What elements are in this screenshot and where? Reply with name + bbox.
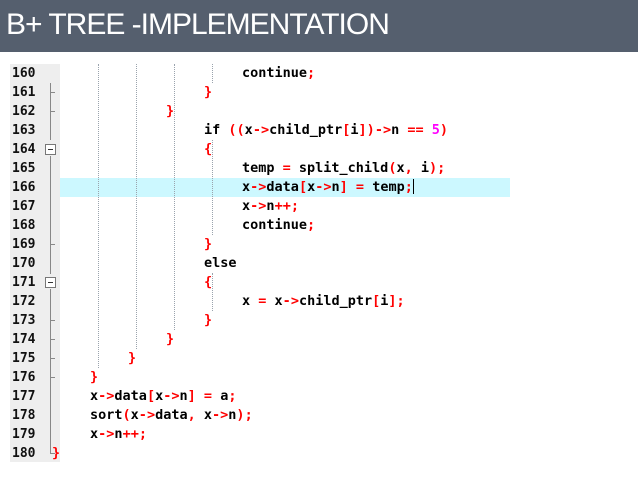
indent-guide [212,140,213,235]
line-number: 174 [12,332,36,347]
line-number: 162 [12,104,36,119]
code-line[interactable]: } [128,350,137,366]
code-line[interactable]: } [52,445,61,461]
code-line[interactable]: else [204,255,237,271]
line-number: 166 [12,180,36,195]
code-line[interactable]: } [204,236,213,252]
indent-guide [212,64,213,83]
indent-guide [174,64,175,330]
code-line[interactable]: } [204,84,213,100]
indent-guide [98,64,99,368]
code-line[interactable]: } [166,103,175,119]
code-line[interactable]: continue; [242,65,316,81]
line-number: 178 [12,408,36,423]
code-line[interactable]: x->n++; [242,198,299,214]
line-number: 169 [12,237,36,252]
code-editor[interactable]: 160 161 162 163 164 165 166 167 168 169 170 171 172 1… [10,64,510,462]
code-line[interactable]: temp = split_child(x, i); [242,160,446,176]
fold-margin [44,64,58,462]
code-line[interactable]: } [166,331,175,347]
indent-guide [136,64,137,349]
line-number: 170 [12,256,36,271]
line-number: 176 [12,370,36,385]
code-line[interactable]: x->data[x->n] = temp; [242,179,414,195]
line-number: 165 [12,161,36,176]
code-line[interactable]: x->data[x->n] = a; [90,388,237,404]
code-line[interactable]: x = x->child_ptr[i]; [242,293,405,309]
code-line[interactable]: } [204,312,213,328]
line-number: 179 [12,427,36,442]
code-line[interactable]: { [204,274,213,290]
fold-collapse-icon[interactable] [45,277,56,288]
code-line[interactable]: } [90,369,99,385]
line-number: 163 [12,123,36,138]
code-line[interactable]: { [204,141,213,157]
slide-title-bar: B+ TREE -IMPLEMENTATION [0,0,638,52]
code-area[interactable]: continue;}} if ((x->child_ptr[i])->n == 5… [52,64,510,462]
current-line-highlight [60,178,510,197]
code-line[interactable]: continue; [242,217,316,233]
code-line[interactable]: if ((x->child_ptr[i])->n == 5) [204,122,449,138]
line-number: 172 [12,294,36,309]
line-number: 173 [12,313,36,328]
slide-title: B+ TREE -IMPLEMENTATION [6,8,390,41]
line-number: 177 [12,389,36,404]
line-number: 161 [12,85,36,100]
text-caret [412,179,414,194]
line-number: 175 [12,351,36,366]
line-number: 180 [12,446,36,461]
line-number: 160 [12,66,36,81]
code-line[interactable]: x->n++; [90,426,147,442]
line-number: 171 [12,275,36,290]
line-number: 164 [12,142,36,157]
line-number: 168 [12,218,36,233]
line-number: 167 [12,199,36,214]
code-line[interactable]: sort(x->data, x->n); [90,407,253,423]
indent-guide [212,273,213,311]
fold-collapse-icon[interactable] [45,144,56,155]
editor-gutter: 160 161 162 163 164 165 166 167 168 169 170 171 172 1… [10,64,60,462]
